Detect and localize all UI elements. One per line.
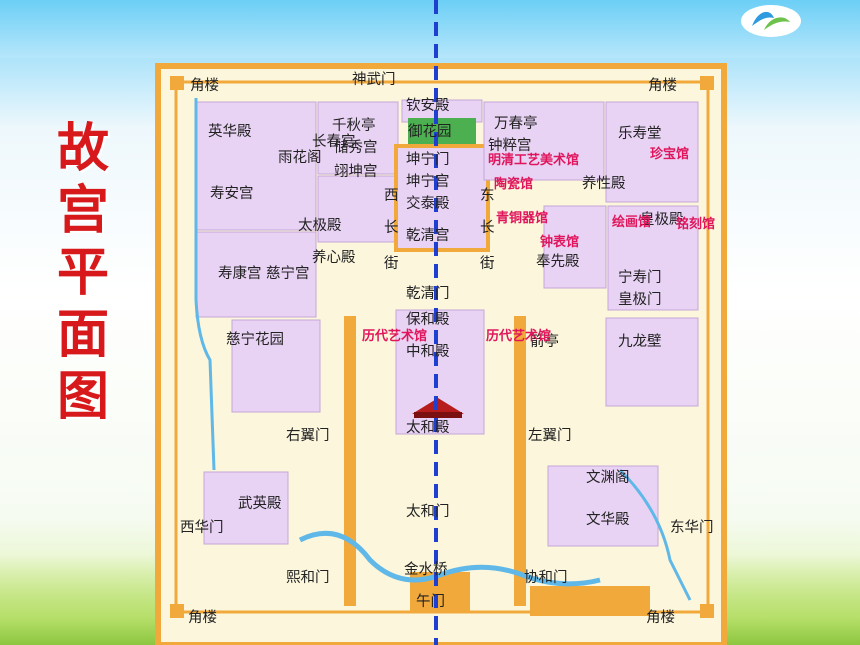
wan-chun-label: 万春亭 [494,114,538,132]
ci-ning-label: 慈宁宫 [266,265,310,282]
imperial-garden-label: 御花园 [408,123,452,140]
wen-hua-label: 文华殿 [586,511,630,528]
chu-xiu-block [317,101,399,175]
qian-qing-gong-label: 乾清宫 [406,227,450,244]
treasure-label: 珍宝馆 [650,146,689,162]
wu-ying-label: 武英殿 [238,494,282,512]
title-char: 图 [56,366,109,427]
qian-qing-men-label: 乾清门 [406,285,450,302]
bronze-label: 青铜器馆 [496,210,548,226]
jiu-long-label: 九龙壁 [618,333,662,350]
huang-ji-dian-label: 皇极殿 [640,211,684,228]
chang-chun-label: 长春宫 [312,133,356,150]
yi-kun-label: 翊坤宫 [334,163,378,180]
leaf-logo-icon [741,5,801,37]
title-char: 面 [56,304,109,365]
jiu-long-block [605,317,699,407]
shou-an-label: 寿安宫 [210,185,254,202]
wen-hua-block [547,465,659,547]
west-street-label: 长 [384,219,399,236]
title-char: 平 [56,242,109,303]
shou-kang-block [195,231,317,318]
clock-label: 钟表馆 [540,234,579,250]
kun-ning-men-label: 坤宁门 [406,151,450,168]
imperial-garden [408,118,476,144]
ceramics-label: 陶瓷馆 [494,176,533,192]
east-wall-corridor [514,316,526,606]
corner-tower-se-icon [700,604,714,618]
feng-xian-block [543,205,607,289]
xie-he-men-label: 协和门 [524,569,568,586]
corner-tower-sw-icon [170,604,184,618]
wen-yuan-label: 文渊阁 [586,469,630,486]
yu-hua-ge-label: 雨花阁 [278,149,322,166]
golden-water-river [298,530,601,587]
tai-ji-label: 太极殿 [298,217,342,234]
chu-xiu-label: 储秀宫 [334,139,378,156]
east-street-label: 长 [480,219,495,236]
yang-xing-label: 养性殿 [582,175,626,192]
page-title: 故 宫 平 面 图 [52,118,114,428]
you-yi-men-label: 右翼门 [286,427,330,444]
dong-hua-men-label: 东华门 [670,519,714,536]
west-wall-corridor [344,316,356,606]
east-water [618,468,692,601]
zhong-cui-block [483,101,605,181]
xi-he-men-label: 熙和门 [286,569,330,586]
tai-he-label: 太和殿 [406,419,450,436]
west-street-label: 街 [384,255,399,272]
shou-kang-label: 寿康宫 [218,265,262,282]
title-char: 宫 [56,180,109,241]
corner-tower-ne-icon [700,76,714,90]
tai-he-men-label: 太和门 [406,503,450,520]
zuo-yi-men-label: 左翼门 [528,427,572,444]
art-east-label: 历代艺术馆 [486,328,551,344]
feng-xian-label: 奉先殿 [536,253,580,270]
west-street-label: 西 [384,188,399,204]
painting-label: 绘画馆 [612,214,651,230]
north-gate-label: 神武门 [352,71,396,88]
ming-qing-art-label: 明清工艺美术馆 [488,152,579,168]
west-moat-water [194,98,216,471]
jin-shui-label: 金水桥 [404,561,448,578]
carving-label: 铭刻馆 [676,216,715,232]
jiao-tai-label: 交泰殿 [406,194,450,212]
header-band [0,0,860,58]
east-street-label: 东 [480,187,495,204]
zhong-he-label: 中和殿 [406,343,450,360]
yang-xin-label: 养心殿 [312,249,356,266]
qin-an-label: 钦安殿 [406,97,450,114]
corner-tower-label: 角楼 [648,77,677,94]
ning-shou-label: 宁寿门 [618,269,662,286]
art-west-label: 历代艺术馆 [362,328,427,344]
huang-ji-block [607,205,699,311]
ying-hua-label: 英华殿 [208,122,252,140]
wu-ying-block [203,471,289,545]
bao-he-label: 保和殿 [406,311,450,328]
corner-tower-nw-icon [170,76,184,90]
corner-tower-label: 角楼 [190,77,219,94]
ci-ning-garden-label: 慈宁花园 [226,331,284,348]
qian-qiu-label: 千秋亭 [332,116,376,134]
xi-hua-men-label: 西华门 [180,519,224,536]
inner-court [394,144,490,252]
east-street-label: 街 [480,255,495,272]
huang-ji-men-label: 皇极门 [618,291,662,308]
zhong-cui-label: 钟粹宫 [488,137,532,154]
ying-hua-block [195,101,317,231]
corner-tower-label: 角楼 [646,609,675,626]
wu-men-label: 午门 [416,593,445,610]
le-shou-label: 乐寿堂 [618,125,662,142]
jian-ting-label: 箭亭 [530,332,559,350]
title-char: 故 [56,118,109,179]
tai-ji-block [317,175,399,243]
kun-ning-gong-label: 坤宁宫 [406,173,450,190]
ci-ning-garden-block [231,319,321,413]
le-shou-block [605,101,699,203]
corner-tower-label: 角楼 [188,609,217,626]
